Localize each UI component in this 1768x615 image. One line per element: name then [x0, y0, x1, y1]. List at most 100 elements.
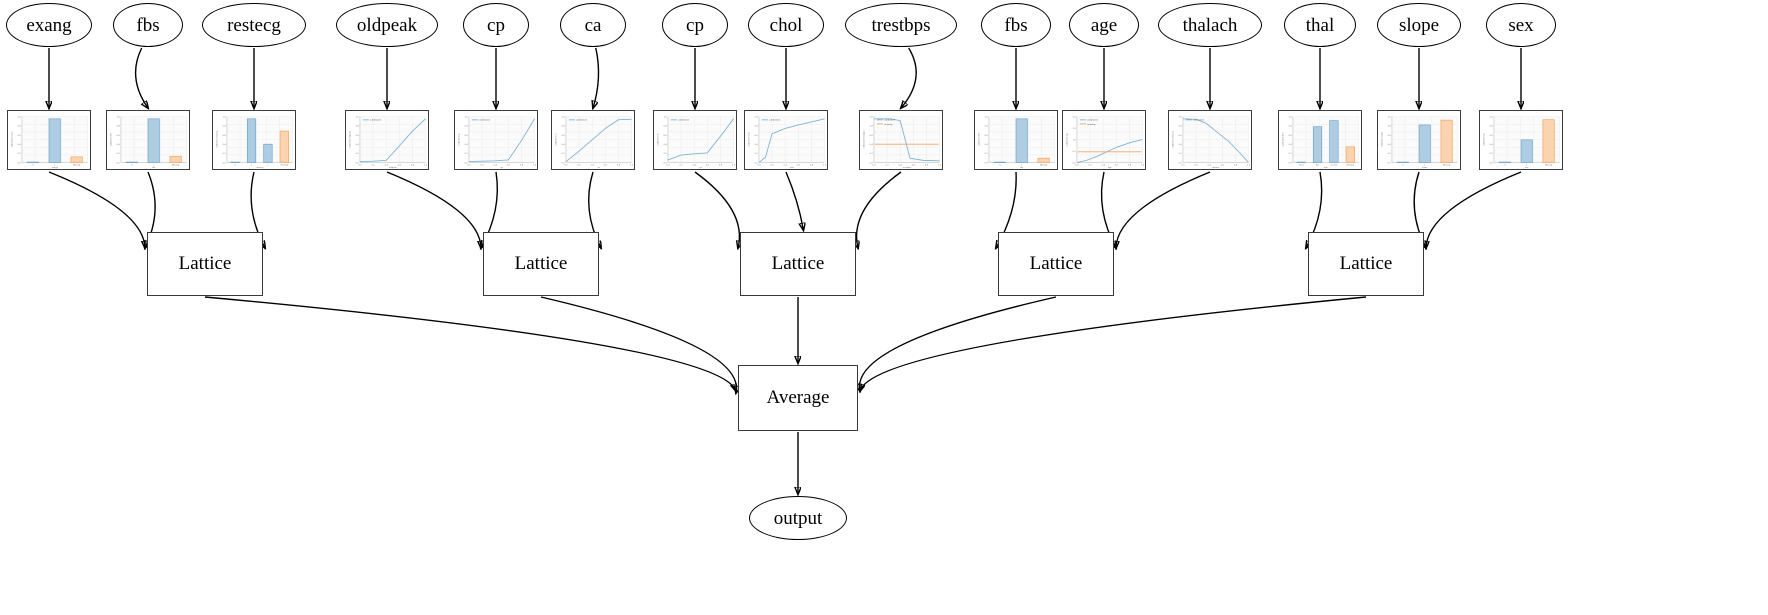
- svg-text:fixed: fixed: [1299, 164, 1305, 166]
- svg-text:restecg: restecg: [256, 166, 264, 169]
- feature-node-age-10[interactable]: age: [1069, 3, 1139, 47]
- svg-text:0.4: 0.4: [591, 164, 595, 166]
- svg-text:1: 1: [1526, 164, 1528, 166]
- feature-node-restecg-2[interactable]: restecg: [202, 3, 306, 47]
- svg-text:calibrated: calibrated: [884, 119, 895, 122]
- svg-text:calibrated: calibrated: [1087, 119, 1098, 122]
- svg-text:0.2: 0.2: [562, 153, 566, 155]
- svg-text:2: 2: [267, 164, 269, 166]
- svg-text:slope: slope: [1422, 167, 1428, 169]
- edge-calibrator-to-lattice-sex-14: [1426, 171, 1522, 248]
- lattice-node-0[interactable]: Lattice: [147, 232, 263, 296]
- svg-text:0.8: 0.8: [1388, 126, 1392, 128]
- average-node[interactable]: Average: [738, 365, 858, 431]
- feature-node-label: sex: [1508, 14, 1534, 36]
- lattice-node-3[interactable]: Lattice: [998, 232, 1114, 296]
- edge-calibrator-to-lattice-thalach-11: [1116, 171, 1211, 248]
- svg-text:1.0: 1.0: [1141, 164, 1145, 166]
- feature-node-sex-14[interactable]: sex: [1486, 3, 1556, 47]
- svg-text:1.0: 1.0: [1490, 116, 1494, 118]
- svg-text:0.0: 0.0: [1075, 164, 1079, 166]
- feature-node-oldpeak-3[interactable]: oldpeak: [336, 3, 438, 47]
- svg-text:0.2: 0.2: [1490, 153, 1494, 155]
- edge-calibrator-to-lattice-chol-7: [785, 171, 803, 230]
- svg-text:1: 1: [153, 164, 155, 166]
- lattice-node-4[interactable]: Lattice: [1308, 232, 1424, 296]
- svg-text:0.6: 0.6: [870, 135, 874, 137]
- feature-node-exang-0[interactable]: exang: [6, 3, 92, 47]
- svg-text:0.8: 0.8: [985, 126, 989, 128]
- svg-text:0.4: 0.4: [985, 144, 989, 146]
- svg-text:1.0: 1.0: [1179, 116, 1183, 118]
- output-label: output: [773, 507, 823, 529]
- feature-node-ca-5[interactable]: ca: [560, 3, 626, 47]
- svg-text:0.0: 0.0: [564, 164, 568, 166]
- feature-node-trestbps-8[interactable]: trestbps: [845, 3, 957, 47]
- svg-text:0.8: 0.8: [870, 126, 874, 128]
- svg-text:0.0: 0.0: [356, 162, 360, 164]
- svg-text:exang: exang: [52, 167, 59, 169]
- edge-calibrator-to-lattice-oldpeak-3: [386, 171, 481, 248]
- average-label: Average: [766, 387, 830, 408]
- feature-node-thalach-11[interactable]: thalach: [1158, 3, 1262, 47]
- svg-text:0.8: 0.8: [117, 126, 121, 128]
- feature-node-fbs-9[interactable]: fbs: [981, 3, 1051, 47]
- lattice-node-2[interactable]: Lattice: [740, 232, 856, 296]
- output-node[interactable]: output: [749, 496, 847, 540]
- svg-text:calibrated age: calibrated age: [1065, 132, 1068, 147]
- svg-text:0: 0: [32, 164, 34, 166]
- svg-text:0.6: 0.6: [465, 135, 469, 137]
- feature-node-slope-13[interactable]: slope: [1377, 3, 1461, 47]
- svg-text:0.6: 0.6: [1388, 135, 1392, 137]
- svg-text:0.4: 0.4: [1388, 144, 1392, 146]
- svg-text:0.4: 0.4: [664, 144, 668, 146]
- feature-node-label: restecg: [227, 14, 281, 36]
- svg-text:calibrated restecg: calibrated restecg: [215, 130, 218, 148]
- svg-text:Missing: Missing: [73, 164, 81, 166]
- feature-node-fbs-1[interactable]: fbs: [113, 3, 183, 47]
- svg-text:0.6: 0.6: [912, 164, 916, 166]
- feature-node-thal-12[interactable]: thal: [1284, 3, 1356, 47]
- feature-node-label: age: [1090, 14, 1118, 36]
- edge-feature-to-calibrator-ca-5: [593, 47, 600, 108]
- svg-text:1.0: 1.0: [938, 164, 942, 166]
- svg-text:1: 1: [1021, 164, 1023, 166]
- feature-node-cp-6[interactable]: cp: [662, 3, 728, 47]
- svg-text:0.4: 0.4: [562, 144, 566, 146]
- svg-text:0.2: 0.2: [755, 153, 759, 155]
- svg-text:0.8: 0.8: [617, 164, 621, 166]
- svg-text:0.6: 0.6: [562, 135, 566, 137]
- svg-text:1.0: 1.0: [1289, 116, 1293, 118]
- svg-text:0.8: 0.8: [719, 164, 723, 166]
- lattice-node-1[interactable]: Lattice: [483, 232, 599, 296]
- feature-node-chol-7[interactable]: chol: [748, 3, 824, 47]
- svg-text:0.0: 0.0: [562, 162, 566, 164]
- svg-text:1: 1: [251, 164, 253, 166]
- svg-text:0.8: 0.8: [411, 164, 415, 166]
- feature-node-cp-4[interactable]: cp: [463, 3, 529, 47]
- svg-text:calibrated oldpeak: calibrated oldpeak: [348, 130, 351, 149]
- svg-text:chol: chol: [790, 167, 795, 169]
- svg-text:0.4: 0.4: [693, 164, 697, 166]
- feature-node-label: slope: [1398, 14, 1440, 36]
- svg-text:0: 0: [1504, 164, 1506, 166]
